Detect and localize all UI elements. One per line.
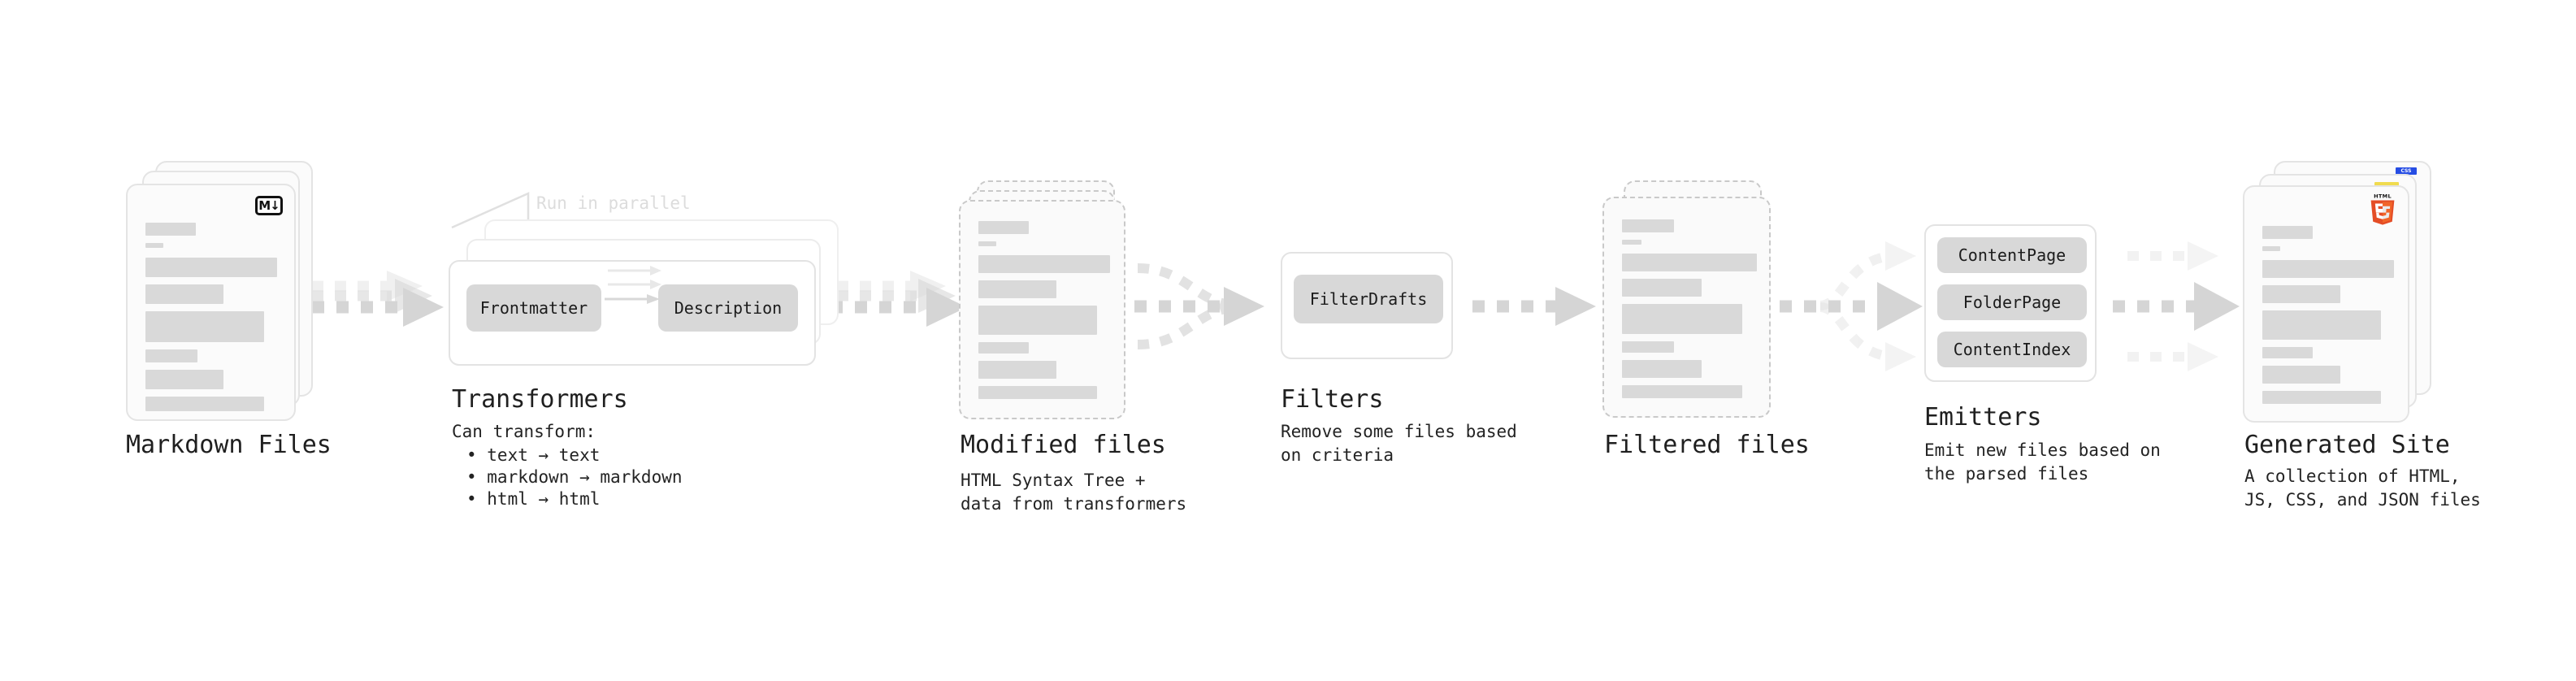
arrow-transformers-to-modified — [830, 271, 967, 327]
skeleton-bar — [1622, 304, 1742, 334]
stage-title-filters: Filters — [1281, 385, 1384, 414]
html5-icon: HTML — [2370, 193, 2395, 225]
skeleton-bar — [978, 386, 1097, 399]
skeleton-bar — [2262, 347, 2313, 358]
transformer-chip-frontmatter[interactable]: Frontmatter — [466, 284, 601, 332]
arrow-filtered-to-emitters — [1780, 241, 1923, 371]
skeleton-bar — [145, 258, 277, 277]
skeleton-bar — [978, 221, 1029, 234]
svg-text:HTML: HTML — [2374, 193, 2392, 199]
arrow-emitters-to-site — [2113, 241, 2240, 371]
transformer-panel-front[interactable]: Frontmatter Description — [449, 260, 816, 366]
markdown-files-stack: M↓ — [126, 161, 313, 421]
markdown-file-content — [145, 223, 277, 419]
transformer-chip-description[interactable]: Description — [658, 284, 798, 332]
skeleton-bar — [2262, 310, 2381, 340]
skeleton-bar — [1622, 341, 1674, 353]
skeleton-bar — [2262, 285, 2340, 303]
skeleton-bar — [2262, 260, 2394, 278]
emitters-panel[interactable]: ContentPage FolderPage ContentIndex — [1924, 224, 2097, 382]
transformers-bullet-2: • html → html — [466, 489, 601, 509]
skeleton-bar — [2262, 226, 2313, 239]
skeleton-bar — [1622, 385, 1742, 398]
skeleton-bar — [1622, 254, 1757, 271]
skeleton-bar — [145, 223, 196, 236]
skeleton-bar — [145, 311, 264, 342]
skeleton-bar — [1622, 279, 1702, 297]
transformers-bullet-0: • text → text — [466, 445, 601, 465]
markdown-file-front[interactable]: M↓ — [126, 184, 296, 421]
modified-file-front[interactable] — [959, 200, 1125, 419]
skeleton-bar — [145, 284, 223, 304]
modified-file-content — [978, 221, 1110, 406]
filtered-file-front[interactable] — [1602, 197, 1771, 418]
skeleton-bar — [2262, 246, 2280, 251]
arrow-filters-to-filtered — [1472, 287, 1596, 326]
filter-chip-filterdrafts[interactable]: FilterDrafts — [1294, 275, 1443, 323]
run-in-parallel-label: Run in parallel — [536, 193, 691, 213]
skeleton-bar — [145, 243, 163, 248]
skeleton-bar — [145, 370, 223, 389]
filtered-files-stack — [1602, 180, 1789, 440]
emitters-desc: Emit new files based on the parsed files — [1924, 440, 2161, 484]
stage-title-generated-site: Generated Site — [2244, 431, 2450, 459]
transformers-bullet-1: • markdown → markdown — [466, 467, 683, 487]
transformers-desc: Can transform: — [452, 422, 596, 441]
arrow-modified-to-filters — [1134, 263, 1264, 349]
skeleton-bar — [978, 342, 1029, 354]
skeleton-bar — [145, 397, 264, 411]
stage-title-filtered-files: Filtered files — [1604, 431, 1810, 459]
stage-title-modified-files: Modified files — [961, 431, 1166, 459]
emitter-chip-contentpage[interactable]: ContentPage — [1937, 237, 2087, 273]
skeleton-bar — [978, 241, 996, 246]
generated-site-desc: A collection of HTML, JS, CSS, and JSON … — [2244, 466, 2481, 510]
emitter-chip-folderpage[interactable]: FolderPage — [1937, 284, 2087, 320]
markdown-icon: M↓ — [255, 196, 283, 215]
skeleton-bar — [978, 306, 1097, 335]
filters-desc: Remove some files based on criteria — [1281, 422, 1517, 465]
skeleton-bar — [978, 280, 1056, 298]
skeleton-bar — [145, 349, 197, 362]
transformers-group: Frontmatter Description Frontmatter Desc… — [449, 219, 839, 366]
skeleton-bar — [1622, 360, 1702, 378]
stage-title-markdown-files: Markdown Files — [126, 431, 332, 459]
modified-files-desc: HTML Syntax Tree + data from transformer… — [961, 471, 1187, 514]
generated-file-html[interactable]: HTML — [2243, 185, 2409, 423]
generated-file-content — [2262, 226, 2394, 411]
stage-title-transformers: Transformers — [452, 385, 628, 414]
skeleton-bar — [2262, 366, 2340, 384]
filtered-file-content — [1622, 219, 1757, 406]
skeleton-bar — [1622, 240, 1641, 245]
skeleton-bar — [2262, 391, 2381, 404]
skeleton-bar — [1622, 219, 1674, 232]
stage-title-emitters: Emitters — [1924, 403, 2042, 432]
css3-icon: CSS — [2396, 167, 2417, 175]
modified-files-stack — [959, 180, 1146, 440]
skeleton-bar — [978, 255, 1110, 273]
filters-panel[interactable]: FilterDrafts — [1281, 252, 1453, 359]
generated-site-stack: CSS HTML — [2243, 161, 2446, 429]
skeleton-bar — [978, 361, 1056, 379]
emitter-chip-contentindex[interactable]: ContentIndex — [1937, 332, 2087, 367]
arrow-markdown-to-transformers — [312, 271, 444, 327]
